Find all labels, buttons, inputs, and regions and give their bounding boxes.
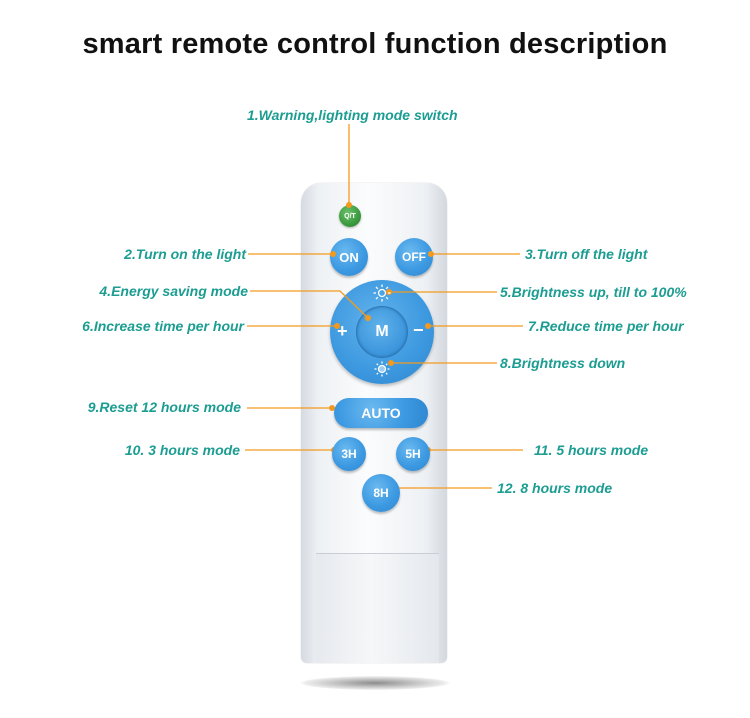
auto-button[interactable]: AUTO — [334, 398, 428, 428]
leader-dot-3 — [428, 251, 434, 257]
plus-button[interactable]: + — [337, 321, 348, 341]
remote-battery-cover — [316, 553, 439, 663]
label-5h-mode: 11. 5 hours mode — [534, 442, 649, 458]
sun-down-icon[interactable] — [372, 359, 392, 379]
on-button[interactable]: ON — [330, 238, 368, 276]
sun-up-icon[interactable] — [372, 283, 392, 303]
5h-button[interactable]: 5H — [396, 437, 430, 471]
label-3h-mode: 10. 3 hours mode — [124, 442, 240, 458]
remote-seam — [316, 553, 439, 554]
off-button[interactable]: OFF — [395, 238, 433, 276]
label-warning-mode-switch: 1.Warning,lighting mode switch — [247, 107, 458, 123]
label-turn-on: 2.Turn on the light — [124, 246, 246, 262]
8h-button[interactable]: 8H — [362, 474, 400, 512]
leader-dot-6 — [334, 323, 340, 329]
remote-shadow — [300, 676, 450, 690]
3h-button[interactable]: 3H — [332, 437, 366, 471]
label-8h-mode: 12. 8 hours mode — [497, 480, 613, 496]
leader-dot-1 — [346, 202, 352, 208]
label-brightness-up: 5.Brightness up, till to 100% — [500, 284, 687, 300]
minus-button[interactable]: − — [413, 320, 424, 340]
label-reduce-time: 7.Reduce time per hour — [528, 318, 684, 334]
leader-dot-9 — [329, 405, 335, 411]
leader-dot-8 — [388, 360, 394, 366]
leader-dot-4 — [365, 315, 371, 321]
label-reset-12h: 9.Reset 12 hours mode — [87, 399, 241, 415]
page-title: smart remote control function descriptio… — [82, 28, 668, 60]
label-turn-off: 3.Turn off the light — [525, 246, 648, 262]
leader-4 — [250, 290, 369, 319]
m-button[interactable]: M — [356, 306, 408, 358]
label-increase-time: 6.Increase time per hour — [82, 318, 244, 334]
leader-dot-7 — [425, 323, 431, 329]
label-brightness-down: 8.Brightness down — [500, 355, 626, 371]
qt-button[interactable]: Q/T — [339, 205, 361, 227]
leader-dot-2 — [330, 251, 336, 257]
label-energy-saving: 4.Energy saving mode — [99, 283, 248, 299]
